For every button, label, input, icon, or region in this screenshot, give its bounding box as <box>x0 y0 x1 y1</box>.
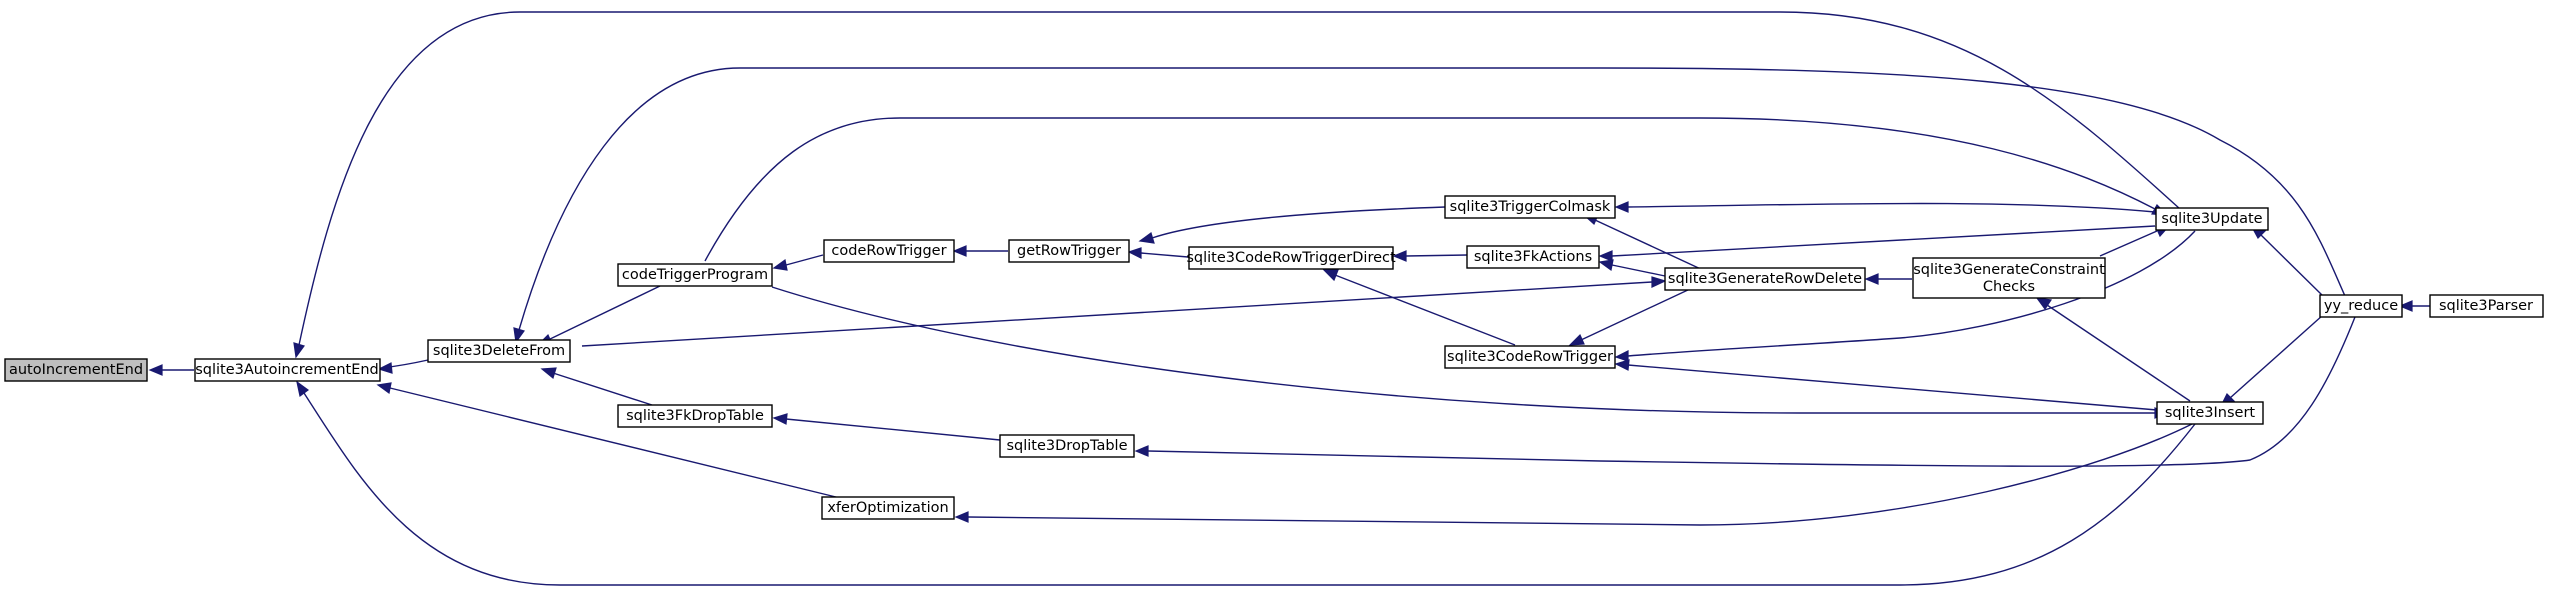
node-sqlite3coderowtrigger[interactable]: sqlite3CodeRowTrigger <box>1444 345 1616 369</box>
arrowhead <box>1598 250 1613 262</box>
arrowhead <box>1651 276 1667 288</box>
node-label: sqlite3FkDropTable <box>626 408 764 424</box>
edge-coderowtriggerdirect-to-getrowtrigger <box>1140 252 1189 258</box>
edge-fkactions-to-coderowtriggerdirect <box>1405 254 1468 257</box>
edge-update-to-constraintchecks <box>2099 230 2158 257</box>
node-sqlite3insert[interactable]: sqlite3Insert <box>2156 401 2264 425</box>
node-label: autoIncrementEnd <box>9 362 143 378</box>
arrowhead <box>1864 273 1879 285</box>
arrowhead <box>1322 269 1339 282</box>
node-sqlite3deletefrom[interactable]: sqlite3DeleteFrom <box>427 339 571 363</box>
arrowhead <box>377 362 393 374</box>
arrowhead <box>772 413 788 425</box>
node-label: sqlite3CodeRowTrigger <box>1447 349 1613 365</box>
edge-generaterowdelete-to-triggercolmask <box>1594 219 1706 272</box>
edge-insert-to-coderowtrigger <box>1627 364 2158 411</box>
node-label: sqlite3GenerateRowDelete <box>1668 271 1862 287</box>
node-label: sqlite3Insert <box>2165 405 2256 421</box>
node-coderowtrigger[interactable]: codeRowTrigger <box>823 239 955 263</box>
arrowhead <box>296 380 310 398</box>
node-xferoptimization[interactable]: xferOptimization <box>821 496 955 520</box>
arrowhead <box>293 342 305 359</box>
edge-update-to-autoincrementend <box>298 11 2181 346</box>
node-sqlite3droptable[interactable]: sqlite3DropTable <box>999 434 1135 458</box>
node-label: sqlite3TriggerColmask <box>1450 199 1611 215</box>
arrowhead <box>2398 300 2413 312</box>
arrowhead <box>2035 297 2053 311</box>
edge-yyreduce-to-deletefrom <box>518 67 2346 331</box>
arrowhead <box>1134 445 1149 457</box>
node-label: sqlite3FkActions <box>1474 249 1592 265</box>
node-label: sqlite3DropTable <box>1006 438 1127 454</box>
node-yy-reduce[interactable]: yy_reduce <box>2319 294 2403 318</box>
edge-generaterowdelete-to-coderowtrigger <box>1580 288 1691 341</box>
arrowhead <box>1614 350 1629 362</box>
node-label: xferOptimization <box>827 500 948 516</box>
edge-update-to-fkactions <box>1611 225 2156 257</box>
arrowhead <box>1138 232 1155 244</box>
node-codetriggerprogram[interactable]: codeTriggerProgram <box>617 263 773 287</box>
edge-triggercolmask-to-getrowtrigger <box>1151 206 1446 239</box>
node-label: sqlite3Parser <box>2439 298 2533 314</box>
edge-yyreduce-to-droptable <box>1147 316 2356 467</box>
edge-update-to-codetriggerprogram <box>704 117 2156 262</box>
edge-droptable-to-fkdroptable <box>785 418 1001 441</box>
node-label: sqlite3AutoincrementEnd <box>195 362 379 378</box>
arrowhead <box>540 367 557 380</box>
node-label: codeRowTrigger <box>831 243 946 259</box>
arrowhead <box>952 245 967 257</box>
edge-fkdroptable-to-deletefrom <box>552 372 653 406</box>
nodes: autoIncrementEnd sqlite3AutoincrementEnd… <box>4 195 2544 520</box>
node-sqlite3fkactions[interactable]: sqlite3FkActions <box>1466 245 1600 269</box>
node-sqlite3fkdroptable[interactable]: sqlite3FkDropTable <box>617 404 773 428</box>
arrowhead <box>376 382 392 395</box>
node-getrowtrigger[interactable]: getRowTrigger <box>1008 239 1130 263</box>
node-sqlite3generaterowdelete[interactable]: sqlite3GenerateRowDelete <box>1664 267 1866 291</box>
edges <box>148 11 2430 586</box>
node-label: sqlite3CodeRowTriggerDirect <box>1186 250 1396 266</box>
node-sqlite3generateconstraintchecks[interactable]: sqlite3GenerateConstraint Checks <box>1912 257 2106 299</box>
node-label: getRowTrigger <box>1017 243 1121 259</box>
node-label: Checks <box>1983 279 2035 295</box>
arrowhead <box>1127 247 1142 259</box>
arrowhead <box>1392 250 1407 262</box>
edge-insert-to-constraintchecks <box>2046 304 2191 402</box>
node-label: yy_reduce <box>2324 298 2398 314</box>
node-sqlite3update[interactable]: sqlite3Update <box>2155 207 2269 231</box>
node-label: sqlite3DeleteFrom <box>433 343 565 359</box>
edge-insert-to-codetriggerprogram <box>771 286 2157 414</box>
edge-update-to-triggercolmask <box>1627 202 2156 213</box>
node-autoincrementend[interactable]: autoIncrementEnd <box>4 358 148 382</box>
node-sqlite3parser[interactable]: sqlite3Parser <box>2429 294 2544 318</box>
arrowhead <box>1614 201 1629 213</box>
edge-yyreduce-to-update <box>2260 234 2324 297</box>
edge-coderowtrigger-to-coderowtriggerdirect <box>1334 274 1516 346</box>
edge-codetriggerprogram-to-deletefrom <box>547 285 661 341</box>
arrowhead <box>954 511 969 523</box>
edge-xferoptimization-to-autoincrementend <box>389 387 841 499</box>
edge-insert-to-autoincrementend <box>303 392 2196 586</box>
edge-yyreduce-to-insert <box>2229 314 2324 399</box>
node-label: sqlite3GenerateConstraint <box>1913 262 2105 278</box>
edge-generaterowdelete-to-fkactions <box>1611 264 1666 277</box>
node-sqlite3autoincrementend[interactable]: sqlite3AutoincrementEnd <box>194 358 381 382</box>
edge-coderowtrigger-to-codetriggerprogram <box>785 254 824 266</box>
edge-insert-to-xferoptimization <box>967 423 2193 526</box>
node-label: codeTriggerProgram <box>622 267 768 283</box>
arrowhead <box>1568 333 1585 346</box>
arrowhead <box>513 327 525 344</box>
arrowhead <box>1614 359 1630 371</box>
arrowhead <box>148 364 163 376</box>
arrowhead <box>772 258 788 271</box>
node-sqlite3triggercolmask[interactable]: sqlite3TriggerColmask <box>1444 195 1616 219</box>
node-label: sqlite3Update <box>2161 211 2262 227</box>
edge-update-to-coderowtrigger <box>1627 230 2196 357</box>
node-sqlite3coderowtriggerdirect[interactable]: sqlite3CodeRowTriggerDirect <box>1186 246 1396 270</box>
edge-generaterowdelete-to-deletefrom <box>581 281 1653 347</box>
arrowhead <box>1598 259 1614 272</box>
